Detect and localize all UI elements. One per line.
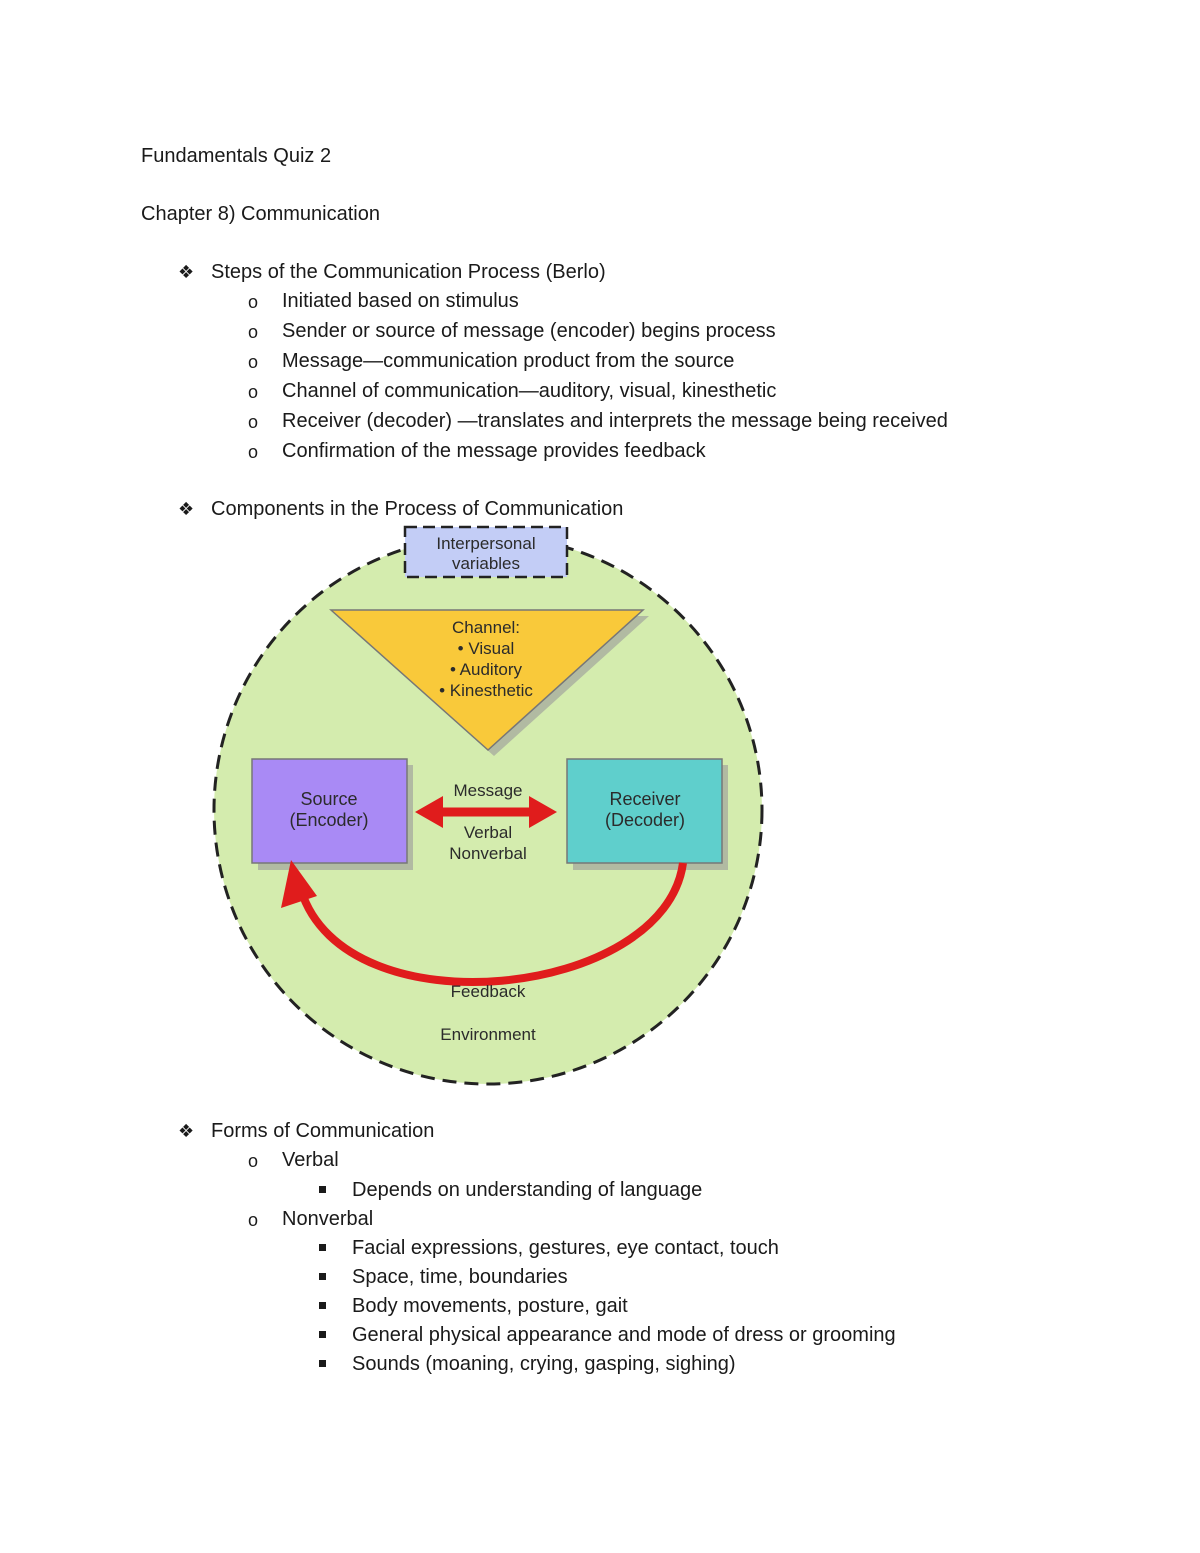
- circle-bullet-icon: o: [248, 352, 259, 372]
- square-bullet-icon: [319, 1244, 326, 1251]
- document-title: Fundamentals Quiz 2: [141, 145, 332, 167]
- circle-bullet-icon: o: [248, 322, 259, 342]
- square-bullet-icon: [319, 1360, 326, 1367]
- interpersonal-label-line2: variables: [452, 554, 520, 573]
- receiver-sublabel: (Decoder): [605, 810, 685, 830]
- channel-kinesthetic: • Kinesthetic: [439, 681, 533, 700]
- circle-bullet-icon: o: [248, 442, 259, 462]
- communication-process-diagram: Interpersonal variables Channel: • Visua…: [205, 518, 775, 1093]
- sub-list-item: Facial expressions, gestures, eye contac…: [352, 1237, 779, 1259]
- chapter-heading: Chapter 8) Communication: [141, 203, 380, 225]
- environment-label: Environment: [440, 1025, 536, 1044]
- channel-visual: • Visual: [458, 639, 515, 658]
- circle-bullet-icon: o: [248, 382, 259, 402]
- source-sublabel: (Encoder): [289, 810, 368, 830]
- sub-list-item: Space, time, boundaries: [352, 1266, 568, 1288]
- nonverbal-label: Nonverbal: [449, 844, 527, 863]
- message-arrow: [415, 796, 557, 828]
- sub-list-item: General physical appearance and mode of …: [352, 1324, 896, 1346]
- circle-bullet-icon: o: [248, 292, 259, 312]
- list-item: Sender or source of message (encoder) be…: [282, 320, 776, 342]
- interpersonal-label-line1: Interpersonal: [436, 534, 535, 553]
- section-heading: Components in the Process of Communicati…: [211, 498, 624, 520]
- source-box: [251, 758, 408, 864]
- interpersonal-variables-box: [403, 525, 569, 579]
- list-item: Message—communication product from the s…: [282, 350, 735, 372]
- circle-bullet-icon: o: [248, 412, 259, 432]
- receiver-box: [566, 758, 723, 864]
- list-item: Nonverbal: [282, 1208, 374, 1230]
- circle-bullet-icon: o: [248, 1210, 259, 1230]
- list-item: Channel of communication—auditory, visua…: [282, 380, 777, 402]
- circle-bullet-icon: o: [248, 1151, 259, 1171]
- list-item: Confirmation of the message provides fee…: [282, 440, 706, 462]
- square-bullet-icon: [319, 1273, 326, 1280]
- diamond-bullet-icon: ❖: [178, 1121, 195, 1141]
- verbal-label: Verbal: [464, 823, 512, 842]
- diamond-bullet-icon: ❖: [178, 262, 195, 282]
- channel-auditory: • Auditory: [450, 660, 523, 679]
- sub-list-item: Body movements, posture, gait: [352, 1295, 628, 1317]
- list-item: Verbal: [282, 1149, 339, 1171]
- diamond-bullet-icon: ❖: [178, 499, 195, 519]
- source-label: Source: [300, 789, 357, 809]
- sub-list-item: Depends on understanding of language: [352, 1179, 703, 1201]
- message-label: Message: [454, 781, 523, 800]
- section-heading: Steps of the Communication Process (Berl…: [211, 261, 606, 283]
- sub-list-item: Sounds (moaning, crying, gasping, sighin…: [352, 1353, 736, 1375]
- square-bullet-icon: [319, 1331, 326, 1338]
- square-bullet-icon: [319, 1186, 326, 1193]
- channel-label: Channel:: [452, 618, 520, 637]
- square-bullet-icon: [319, 1302, 326, 1309]
- feedback-arrow: [297, 862, 687, 987]
- feedback-label: Feedback: [451, 982, 526, 1001]
- list-item: Initiated based on stimulus: [282, 290, 519, 312]
- channel-triangle: [329, 609, 645, 752]
- section-heading: Forms of Communication: [211, 1120, 435, 1142]
- list-item: Receiver (decoder) —translates and inter…: [282, 410, 948, 432]
- receiver-label: Receiver: [609, 789, 680, 809]
